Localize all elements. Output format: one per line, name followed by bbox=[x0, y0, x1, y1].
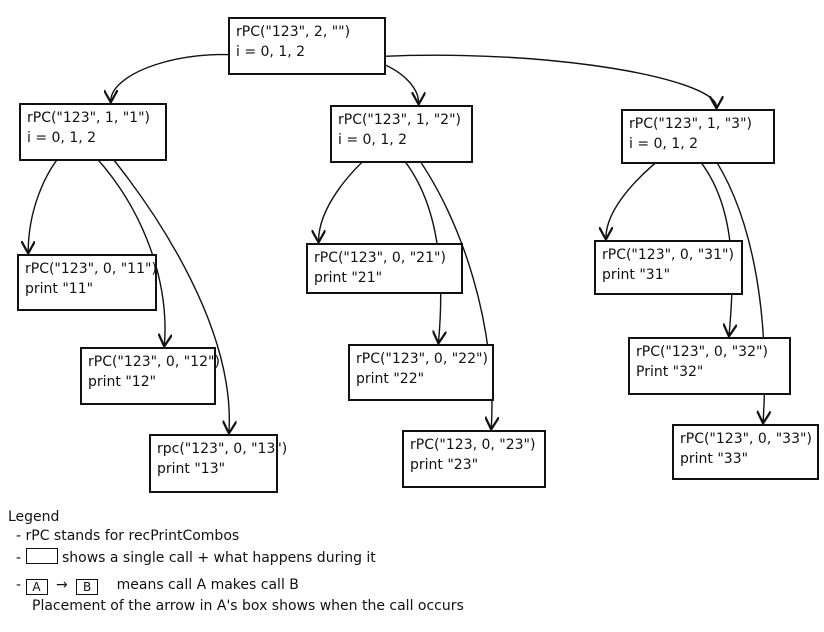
legend-box-text: shows a single call + what happens durin… bbox=[61, 550, 376, 566]
call-arrow-n1-to-n12 bbox=[85, 146, 165, 345]
legend: Legend - rPC stands for recPrintCombos -… bbox=[8, 508, 608, 626]
call-arrow-n3-to-n32 bbox=[689, 149, 732, 335]
call-signature: rPC("123", 0, "11") bbox=[25, 261, 157, 277]
call-arrow-n1-to-n11 bbox=[28, 146, 69, 252]
call-signature: rPC("123, 0, "23") bbox=[410, 437, 536, 453]
call-box-21: rPC("123", 0, "21") print "21" bbox=[306, 243, 463, 294]
call-signature: rPC("123", 2, "") bbox=[236, 24, 351, 40]
call-signature: rPC("123", 0, "12") bbox=[88, 354, 220, 370]
print-output: print "13" bbox=[157, 461, 226, 477]
loop-indices: i = 0, 1, 2 bbox=[27, 130, 97, 146]
call-box-level1-1: rPC("123", 1, "1") i = 0, 1, 2 bbox=[19, 103, 167, 161]
call-box-12: rPC("123", 0, "12") print "12" bbox=[80, 347, 220, 405]
call-arrow-n2-to-n22 bbox=[393, 148, 440, 342]
call-box-23: rPC("123, 0, "23") print "23" bbox=[402, 430, 546, 488]
loop-indices: i = 0, 1, 2 bbox=[236, 44, 306, 60]
loop-indices: i = 0, 1, 2 bbox=[338, 132, 408, 148]
print-output: print "12" bbox=[88, 374, 157, 390]
call-box-level1-3: rPC("123", 1, "3") i = 0, 1, 2 bbox=[621, 109, 775, 164]
call-signature: rPC("123", 0, "32") bbox=[636, 344, 768, 360]
call-box-13: rpc("123", 0, "13") print "13" bbox=[149, 434, 288, 493]
legend-item-box: - shows a single call + what happens dur… bbox=[16, 548, 376, 568]
legend-item-placement: Placement of the arrow in A's box shows … bbox=[32, 598, 464, 614]
call-arrow-root-to-n3 bbox=[317, 54, 716, 107]
legend-item-arrow: - A → B means call A makes call B bbox=[16, 576, 299, 595]
call-signature: rpc("123", 0, "13") bbox=[157, 441, 288, 457]
print-output: print "21" bbox=[314, 270, 383, 286]
legend-dash: - bbox=[16, 550, 22, 566]
call-box-33: rPC("123", 0, "33") print "33" bbox=[672, 424, 819, 480]
print-output: print "22" bbox=[356, 371, 425, 387]
right-arrow-icon: → bbox=[55, 577, 68, 593]
call-box-22: rPC("123", 0, "22") print "22" bbox=[348, 344, 494, 401]
call-box-11: rPC("123", 0, "11") print "11" bbox=[17, 254, 157, 311]
legend-dash: - bbox=[16, 577, 22, 593]
print-output: print "31" bbox=[602, 267, 671, 283]
call-arrow-n1-to-n13 bbox=[102, 146, 229, 432]
call-signature: rPC("123", 1, "1") bbox=[27, 110, 150, 126]
call-signature: rPC("123", 0, "33") bbox=[680, 431, 812, 447]
print-output: print "33" bbox=[680, 451, 749, 467]
legend-box-b: B bbox=[76, 579, 99, 595]
loop-indices: i = 0, 1, 2 bbox=[629, 136, 699, 152]
call-box-31: rPC("123", 0, "31") print "31" bbox=[594, 240, 743, 295]
call-signature: rPC("123", 1, "2") bbox=[338, 112, 461, 128]
legend-arrow-text: means call A makes call B bbox=[116, 577, 299, 593]
legend-empty-box-icon bbox=[25, 548, 58, 564]
legend-item-rpc: - rPC stands for recPrintCombos bbox=[16, 528, 240, 544]
print-output: print "23" bbox=[410, 457, 479, 473]
legend-box-a: A bbox=[25, 579, 48, 595]
call-box-level1-2: rPC("123", 1, "2") i = 0, 1, 2 bbox=[330, 105, 473, 163]
call-signature: rPC("123", 1, "3") bbox=[629, 116, 752, 132]
call-box-32: rPC("123", 0, "32") Print "32" bbox=[628, 337, 791, 395]
call-signature: rPC("123", 0, "21") bbox=[314, 250, 446, 266]
call-box-root: rPC("123", 2, "") i = 0, 1, 2 bbox=[228, 17, 386, 75]
legend-title: Legend bbox=[8, 509, 60, 525]
call-signature: rPC("123", 0, "31") bbox=[602, 247, 734, 263]
print-output: Print "32" bbox=[636, 364, 704, 380]
call-signature: rPC("123", 0, "22") bbox=[356, 351, 488, 367]
print-output: print "11" bbox=[25, 281, 94, 297]
